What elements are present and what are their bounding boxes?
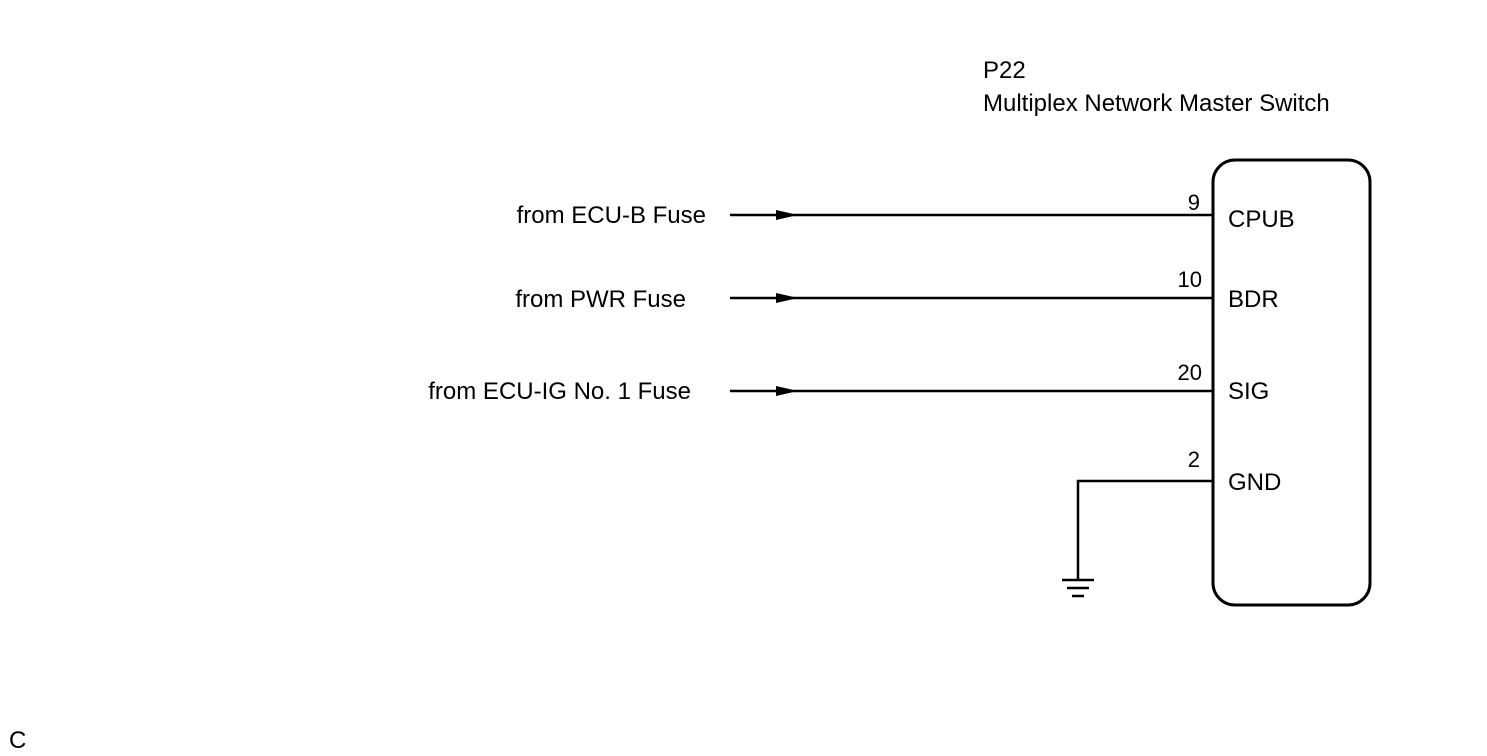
- input-wire-3: from ECU-IG No. 1 Fuse 20 SIG: [428, 360, 1269, 405]
- arrow-icon: [776, 210, 798, 220]
- terminal-label: SIG: [1228, 378, 1269, 405]
- corner-mark: C: [9, 727, 26, 754]
- pin-number: 10: [1178, 267, 1202, 292]
- arrow-icon: [776, 293, 798, 303]
- input-wire-2: from PWR Fuse 10 BDR: [515, 267, 1278, 313]
- terminal-label: GND: [1228, 469, 1281, 496]
- source-label: from PWR Fuse: [515, 286, 686, 313]
- component-box: [1211, 158, 1372, 607]
- input-wire-1: from ECU-B Fuse 9 CPUB: [517, 190, 1295, 233]
- ground-wire: 2 GND: [1062, 447, 1281, 598]
- source-label: from ECU-B Fuse: [517, 202, 706, 229]
- component-name: Multiplex Network Master Switch: [983, 90, 1330, 117]
- source-label: from ECU-IG No. 1 Fuse: [428, 378, 691, 405]
- arrow-icon: [776, 386, 798, 396]
- pin-number: 2: [1188, 447, 1200, 472]
- terminal-label: CPUB: [1228, 206, 1295, 233]
- pin-number: 20: [1178, 360, 1202, 385]
- ground-symbol-icon: [1062, 578, 1094, 598]
- terminal-label: BDR: [1228, 286, 1279, 313]
- pin-number: 9: [1188, 190, 1200, 215]
- component-code: P22: [983, 57, 1026, 84]
- ground-line: [1076, 479, 1213, 579]
